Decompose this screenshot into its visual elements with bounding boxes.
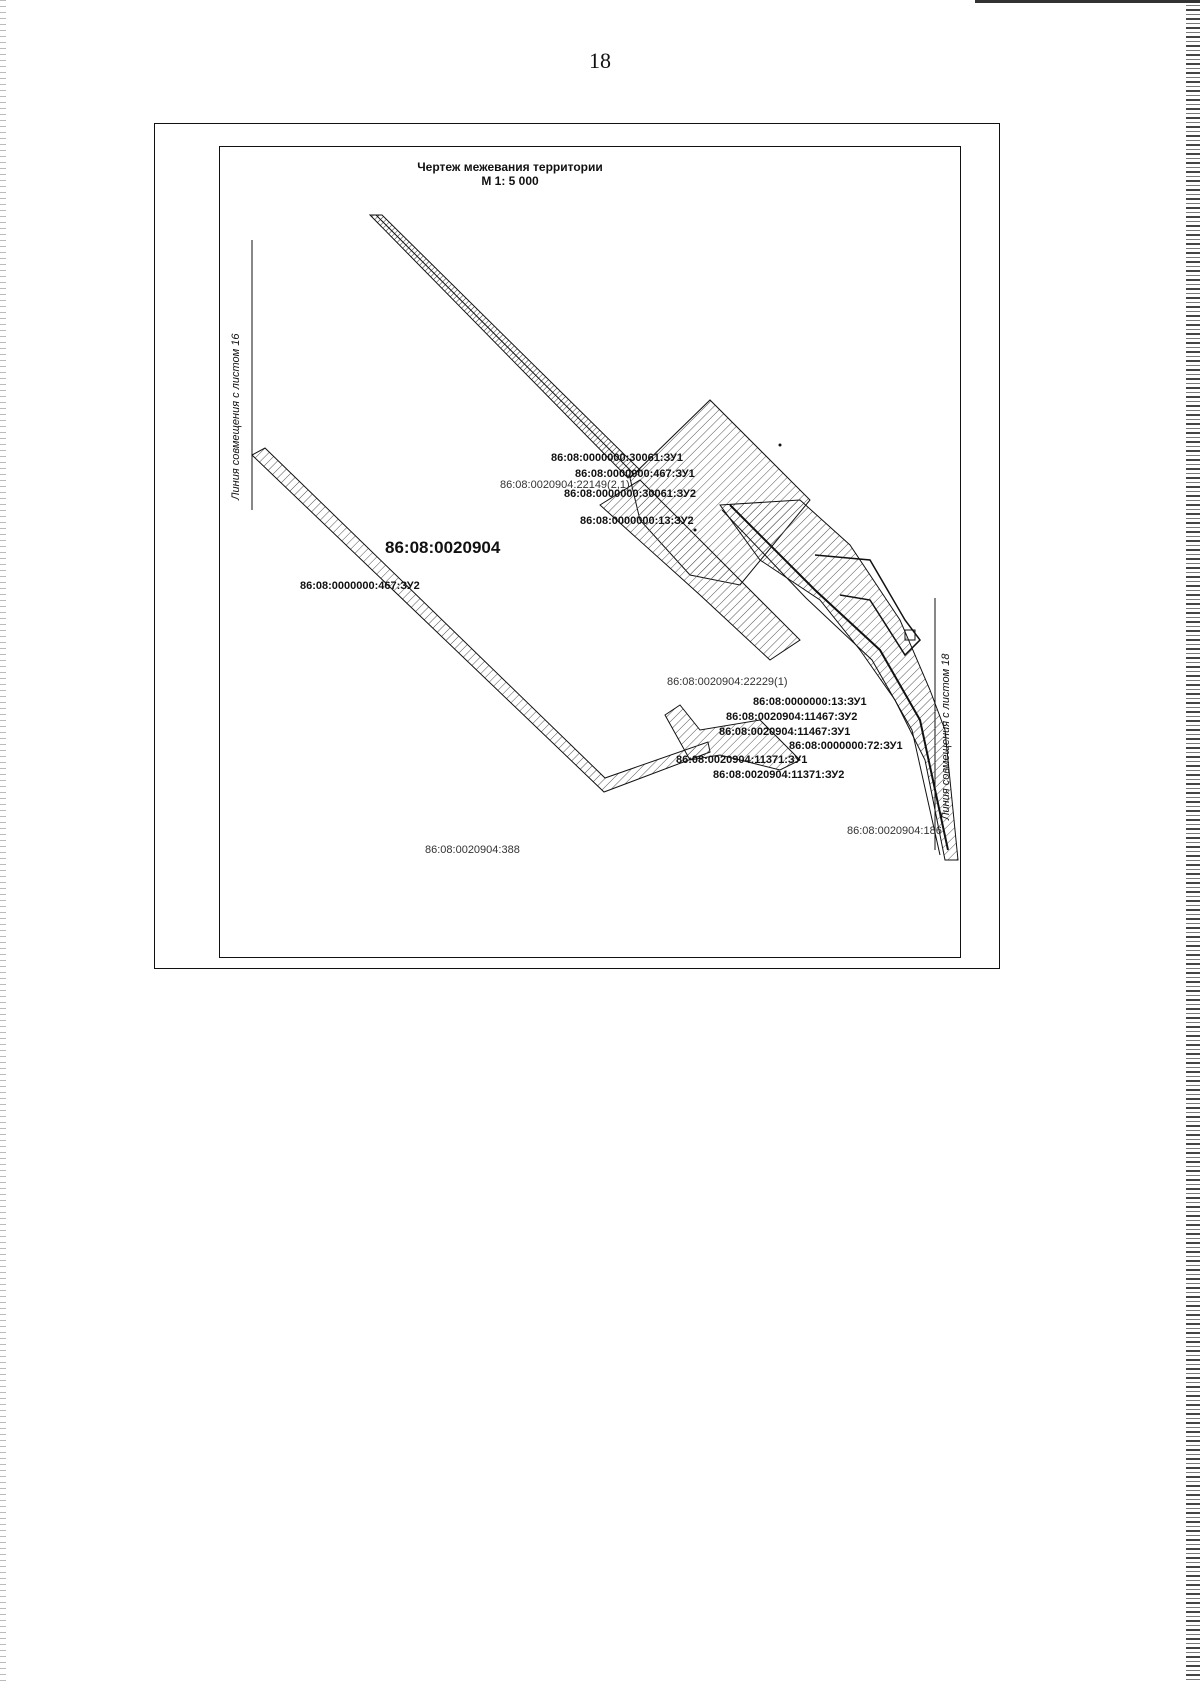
inner-loop: [814, 554, 921, 657]
parcel-label: 86:08:0020904:11467:ЗУ2: [726, 711, 858, 723]
parcel-label: 86:08:0020904:186: [847, 825, 942, 837]
parcel-label: 86:08:0000000:467:ЗУ1: [575, 468, 695, 480]
scale-text: М 1: 5 000: [481, 174, 539, 188]
map-frame: [219, 146, 961, 958]
side-label-right: Линия совмещения с листом 18: [940, 653, 952, 821]
parcel-label: 86:08:0020904:388: [425, 844, 520, 856]
parcel-label: 86:08:0000000:467:ЗУ2: [300, 580, 420, 592]
parcel-label: 86:08:0000000:30061:ЗУ1: [551, 452, 683, 464]
outer-frame: [154, 123, 1000, 969]
corridor-east: [719, 499, 959, 861]
parcel-label: 86:08:0000000:30061:ЗУ2: [564, 488, 696, 500]
scan-edge-left: [0, 0, 6, 1683]
node-square: [904, 629, 916, 641]
road-centerline: [729, 504, 949, 851]
southern-parcel: [664, 704, 801, 771]
top-rule: [975, 0, 1200, 3]
drawing-title: Чертеж межевания территории М 1: 5 000: [380, 160, 640, 188]
block-label: 86:08:0020904: [385, 538, 501, 557]
parcel-label: 86:08:0000000:13:ЗУ1: [753, 696, 867, 708]
page-number: 18: [589, 48, 611, 73]
parcel-label: 86:08:0000000:72:ЗУ1: [789, 740, 903, 752]
parcel-label: 86:08:0020904:11371:ЗУ1: [676, 754, 808, 766]
parcel-label: 86:08:0020904:22229(1): [667, 676, 788, 688]
title-text: Чертеж межевания территории: [417, 160, 603, 174]
parcel-label: 86:08:0020904:11371:ЗУ2: [713, 769, 845, 781]
parcel-label: 86:08:0000000:13:ЗУ2: [580, 515, 694, 527]
corridor-north: [368, 214, 641, 479]
parcel-label: 86:08:0020904:22149(2,1): [500, 479, 630, 491]
parcel-label: 86:08:0020904:11467:ЗУ1: [719, 726, 851, 738]
scan-edge-right: [1186, 0, 1200, 1683]
side-label-left: Линия совмещения с листом 16: [230, 333, 242, 501]
parcel-strip: [599, 479, 801, 661]
